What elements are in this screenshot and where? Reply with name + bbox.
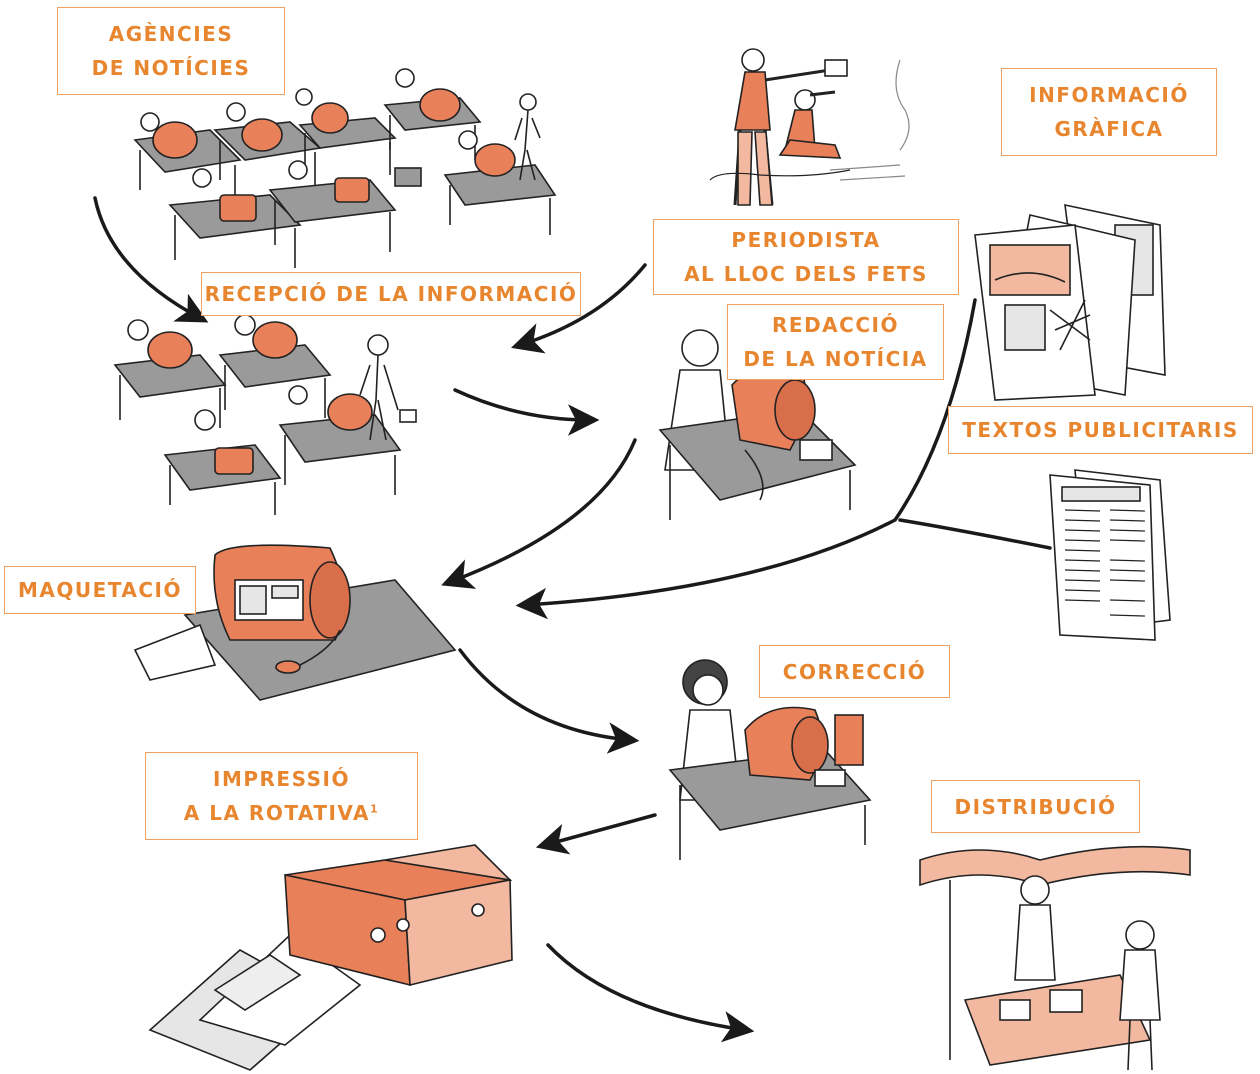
arrow-sources-to-layout: [515, 298, 977, 620]
flow-arrows: [93, 196, 1052, 1043]
arrow-journalist-to-reception: [510, 263, 647, 354]
label-advertising: TEXTOS PUBLICITARIS: [948, 406, 1253, 454]
rotary-press-illustration: [148, 844, 513, 1071]
label-layout-text: MAQUETACIÓ: [18, 578, 182, 602]
label-printing: IMPRESSIÓ A LA ROTATIVA1: [145, 752, 418, 840]
reporter-writing-illustration: [658, 329, 857, 520]
label-reception: RECEPCIÓ DE LA INFORMACIÓ: [201, 272, 581, 316]
graphic-prints-illustration: [974, 203, 1166, 401]
label-agencies-line2: DE NOTÍCIES: [91, 56, 251, 80]
label-reception-text: RECEPCIÓ DE LA INFORMACIÓ: [204, 282, 578, 306]
reception-office-illustration: [113, 314, 417, 515]
label-printing-footnote: 1: [370, 802, 380, 816]
label-journalist-line2: AL LLOC DELS FETS: [684, 262, 928, 286]
arrow-agencies-to-reception: [93, 196, 209, 323]
arrow-advertising-branch: [898, 518, 1052, 550]
label-layout: MAQUETACIÓ: [4, 566, 196, 614]
layout-computer-illustration: [133, 544, 457, 701]
label-writing: REDACCIÓ DE LA NOTÍCIA: [727, 304, 944, 380]
label-agencies: AGÈNCIES DE NOTÍCIES: [57, 7, 285, 95]
newsroom-agency-illustration: [133, 68, 557, 268]
advertising-pages-illustration: [1049, 469, 1171, 641]
arrow-reception-to-writing: [453, 388, 600, 436]
arrow-printing-to-distribution: [546, 943, 755, 1043]
arrow-proofreading-to-printing: [535, 813, 657, 855]
label-agencies-line1: AGÈNCIES: [108, 22, 234, 46]
label-journalist: PERIODISTA AL LLOC DELS FETS: [653, 219, 959, 295]
arrow-writing-to-layout: [441, 438, 637, 589]
label-proofreading-text: CORRECCIÓ: [782, 659, 927, 684]
photographer-at-scene-illustration: [709, 48, 910, 206]
arrow-layout-to-proofreading: [458, 648, 640, 754]
label-printing-line2: A LA ROTATIVA: [183, 801, 371, 825]
newsstand-distribution-illustration: [919, 845, 1191, 1071]
label-graphic-info-line2: GRÀFICA: [1054, 117, 1164, 141]
label-journalist-line1: PERIODISTA: [731, 228, 881, 252]
proofreader-illustration: [668, 659, 872, 860]
label-graphic-info: INFORMACIÓ GRÀFICA: [1001, 68, 1217, 156]
label-advertising-text: TEXTOS PUBLICITARIS: [962, 418, 1239, 442]
label-printing-line2-wrap: A LA ROTATIVA1: [184, 796, 379, 830]
label-distribution: DISTRIBUCIÓ: [931, 780, 1140, 833]
label-proofreading: CORRECCIÓ: [759, 645, 950, 698]
label-writing-line1: REDACCIÓ: [772, 313, 899, 337]
label-writing-line2: DE LA NOTÍCIA: [743, 347, 928, 371]
label-printing-line1: IMPRESSIÓ: [213, 767, 350, 791]
label-graphic-info-line1: INFORMACIÓ: [1029, 83, 1189, 107]
label-distribution-text: DISTRIBUCIÓ: [954, 794, 1117, 819]
